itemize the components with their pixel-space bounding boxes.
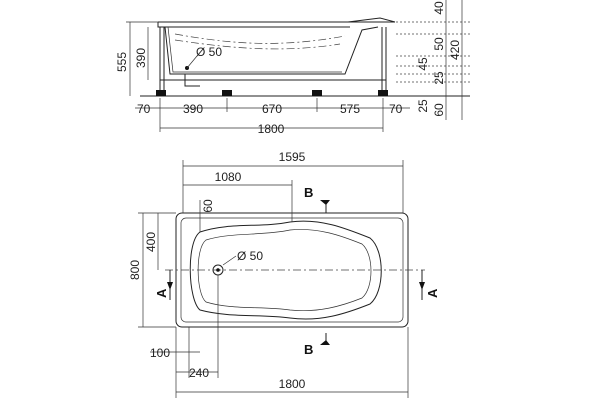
section-a-right-arrow xyxy=(419,282,425,290)
section-b-top: B xyxy=(304,185,313,200)
top-dim-1800: 1800 xyxy=(279,377,306,391)
foot-3 xyxy=(312,90,322,96)
basin-inner xyxy=(197,229,372,311)
section-b-top-arrow xyxy=(320,200,330,205)
section-a-right: A xyxy=(425,288,440,298)
drain-leader-top xyxy=(222,255,237,266)
section-a-left: A xyxy=(154,288,169,298)
dim-25-a: 25 xyxy=(432,71,446,85)
foot-1 xyxy=(156,90,166,96)
headrest xyxy=(347,17,396,23)
dim-555: 555 xyxy=(115,52,129,72)
dim-400: 400 xyxy=(144,232,158,252)
drain-pipe xyxy=(184,74,200,87)
foot-2 xyxy=(222,90,232,96)
side-drain-label: Ø 50 xyxy=(196,45,222,59)
dim-50: 50 xyxy=(432,37,446,51)
section-b-bottom: B xyxy=(304,342,313,357)
dim-60-top: 60 xyxy=(201,199,215,213)
dim-70-right: 70 xyxy=(389,102,403,116)
section-b-bottom-arrow xyxy=(320,340,330,345)
dim-240: 240 xyxy=(189,366,209,380)
dim-25-b: 25 xyxy=(416,99,430,113)
foot-4 xyxy=(378,90,388,96)
tub-contour-dashed-2 xyxy=(174,39,341,50)
dim-800: 800 xyxy=(128,260,142,280)
top-drain-label: Ø 50 xyxy=(237,249,263,263)
dim-390-vertical: 390 xyxy=(134,48,148,68)
dim-100: 100 xyxy=(150,346,170,360)
tub-body-inner xyxy=(167,26,342,73)
tub-contour-dashed xyxy=(174,33,346,44)
tub-body xyxy=(164,26,379,75)
drain-leader xyxy=(186,55,198,69)
dim-45: 45 xyxy=(416,57,430,71)
dim-1080: 1080 xyxy=(215,170,242,184)
dim-575: 575 xyxy=(340,102,360,116)
tub-rim-lower xyxy=(157,22,350,28)
top-view: Ø 50 1595 1080 60 800 400 100 240 1800 B xyxy=(128,150,440,398)
side-view: Ø 50 555 390 70 390 670 575 70 1800 40 5… xyxy=(115,0,470,136)
dim-1595: 1595 xyxy=(279,150,306,164)
dim-420: 420 xyxy=(448,40,462,60)
drain-center xyxy=(216,268,220,272)
dim-670: 670 xyxy=(262,102,282,116)
side-dim-1800: 1800 xyxy=(258,122,285,136)
dim-60: 60 xyxy=(432,103,446,117)
basin-outline xyxy=(189,220,382,320)
dim-390: 390 xyxy=(183,102,203,116)
dim-40: 40 xyxy=(432,1,446,15)
dim-70-left: 70 xyxy=(137,102,151,116)
section-a-left-arrow xyxy=(167,282,173,290)
